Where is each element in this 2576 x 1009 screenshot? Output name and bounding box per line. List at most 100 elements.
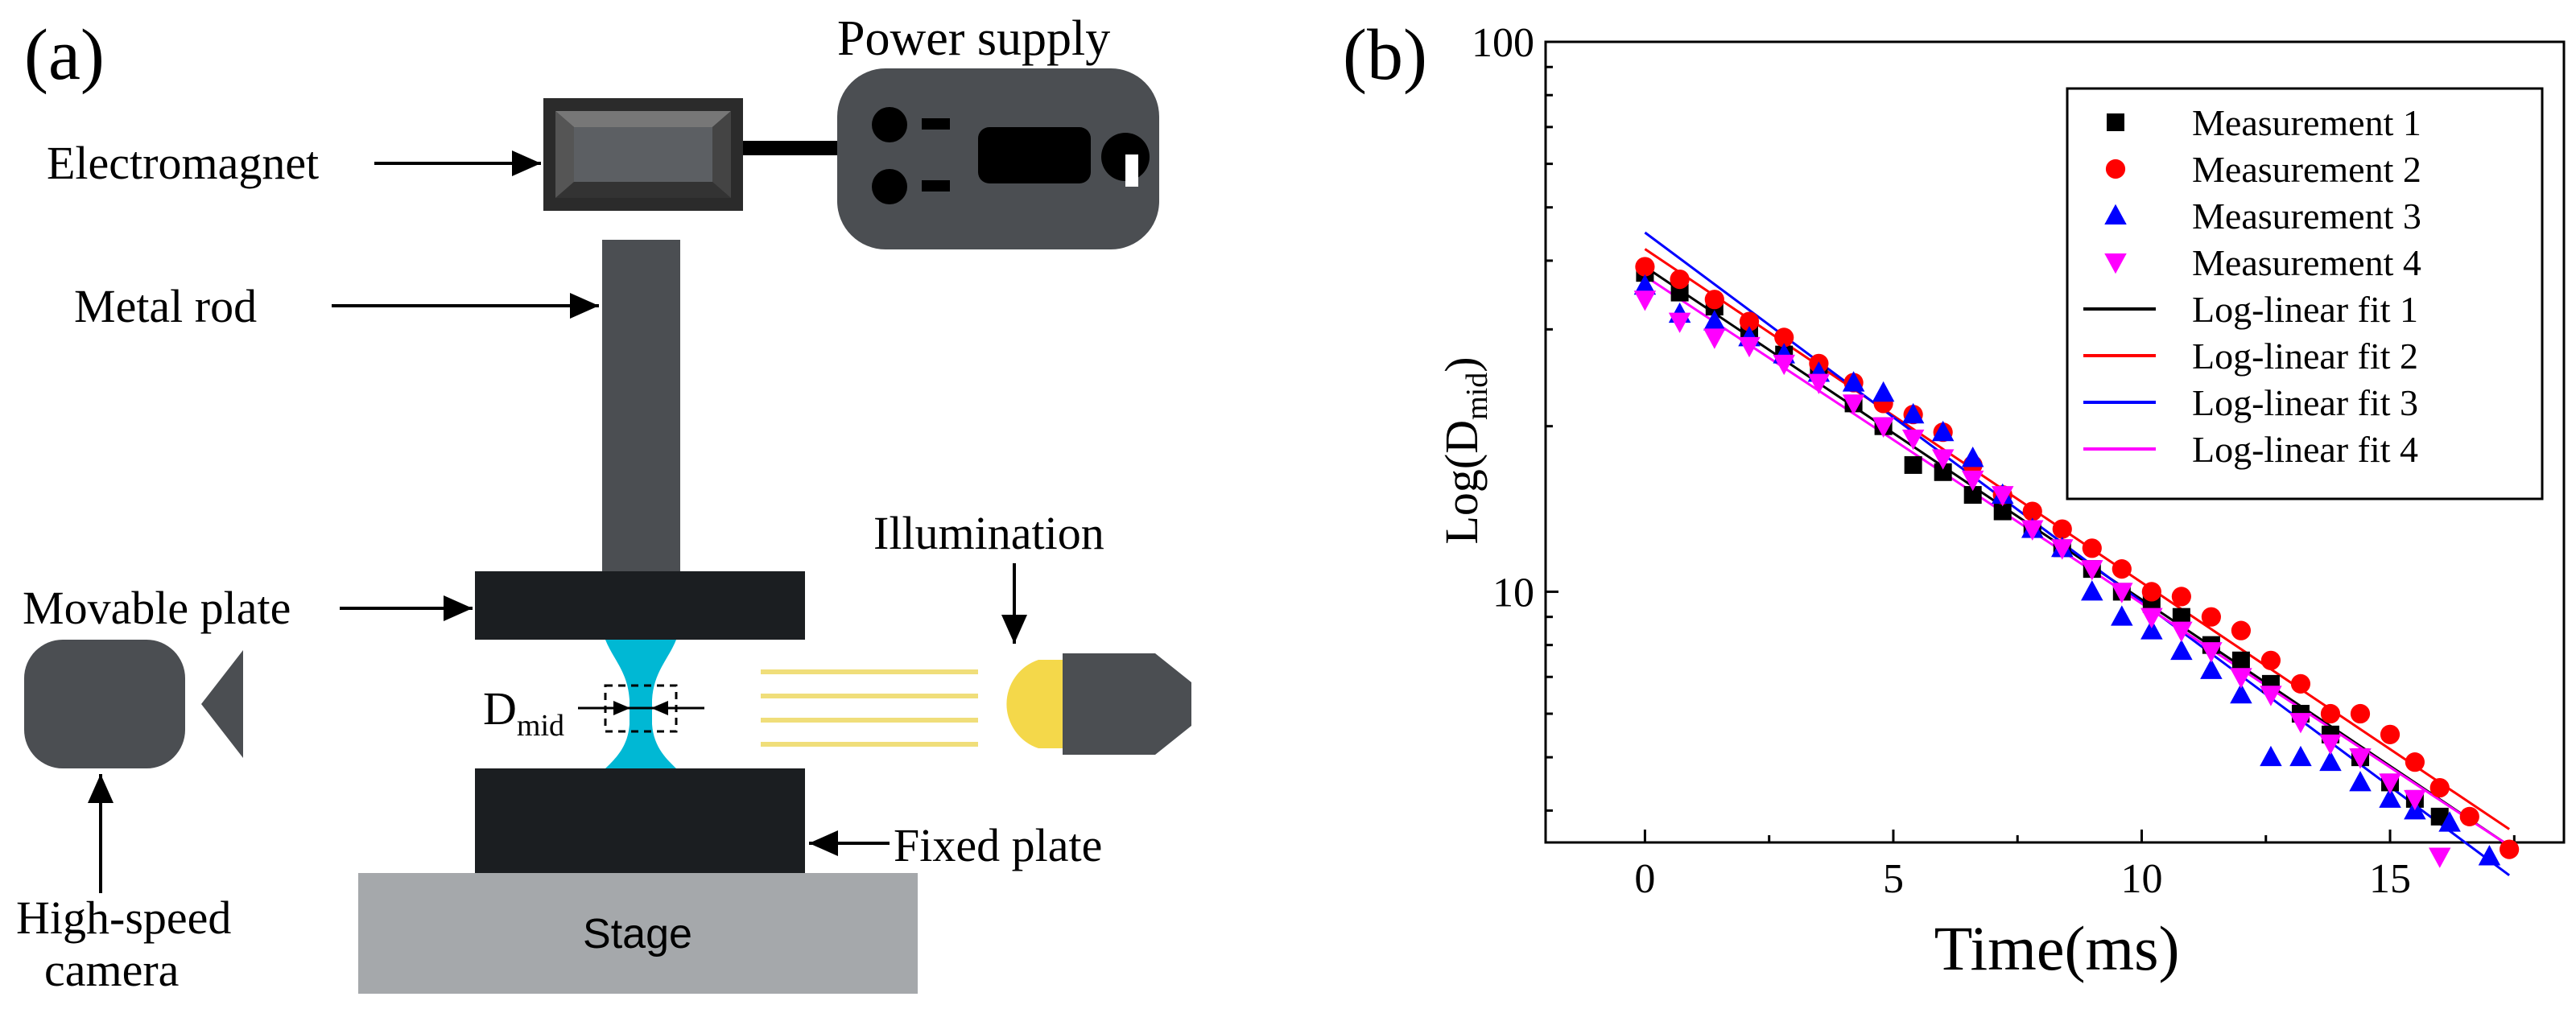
data-point-series-4 <box>2428 847 2451 868</box>
data-point-series-3 <box>1931 420 1955 442</box>
data-point-series-1 <box>1934 463 1952 481</box>
d-mid-measurement <box>578 684 704 733</box>
plot-frame <box>1544 40 2566 844</box>
fixed-plate-label: Fixed plate <box>894 819 1102 871</box>
d-mid-subscript: mid <box>517 709 564 743</box>
cable <box>743 141 837 155</box>
y-axis-label-subscript: mid <box>1460 373 1494 420</box>
x-axis-label: Time(ms) <box>1934 913 2180 983</box>
data-markers <box>1633 257 2520 868</box>
x-tick-label: 15 <box>2369 856 2411 902</box>
data-point-series-4 <box>1668 312 1691 333</box>
data-point-series-4 <box>1738 336 1761 358</box>
movable-plate <box>475 571 805 640</box>
data-point-series-3 <box>1901 402 1925 424</box>
data-point-series-2 <box>2171 587 2191 607</box>
data-point-series-2 <box>2201 607 2221 627</box>
data-point-series-1 <box>2430 807 2449 826</box>
data-point-series-3 <box>2170 639 2193 661</box>
metal-rod <box>602 240 680 571</box>
legend-label: Log-linear fit 2 <box>2192 336 2418 377</box>
data-point-series-4 <box>2404 789 2426 811</box>
data-point-series-4 <box>2319 734 2342 756</box>
legend-marker-1 <box>2107 113 2124 131</box>
data-point-series-2 <box>2231 620 2252 640</box>
data-point-series-1 <box>1993 502 2012 521</box>
x-tick-label: 0 <box>1634 856 1655 902</box>
illumination-label: Illumination <box>873 507 1104 559</box>
data-point-series-4 <box>1872 417 1895 438</box>
data-point-series-4 <box>2200 642 2223 663</box>
data-point-series-2 <box>2380 724 2401 744</box>
data-point-series-2 <box>1774 327 1794 348</box>
legend-label: Log-linear fit 4 <box>2192 429 2418 470</box>
metal-rod-label: Metal rod <box>74 280 257 332</box>
data-point-series-4 <box>2140 607 2163 628</box>
data-point-series-2 <box>2082 538 2102 558</box>
data-point-series-3 <box>1633 274 1657 295</box>
data-point-series-2 <box>2260 650 2281 670</box>
data-point-series-1 <box>1963 486 1982 504</box>
data-point-series-4 <box>2349 748 2372 769</box>
data-point-series-3 <box>1703 310 1726 331</box>
data-point-series-4 <box>1773 354 1795 376</box>
data-point-series-3 <box>2379 787 2401 808</box>
legend-marker-2 <box>2105 159 2126 179</box>
panel-a-label: (a) <box>24 15 105 95</box>
legend-label: Log-linear fit 3 <box>2192 382 2418 423</box>
camera-label-line2: camera <box>44 944 179 996</box>
data-point-series-2 <box>2141 582 2161 602</box>
data-point-series-4 <box>1703 328 1726 349</box>
legend-label: Measurement 2 <box>2192 149 2421 190</box>
data-point-series-4 <box>2230 668 2252 689</box>
data-point-series-2 <box>1635 257 1655 277</box>
fluid-bridge <box>605 640 676 768</box>
electromagnet-label: Electromagnet <box>47 137 319 189</box>
y-axis-label: Log(Dmid) <box>1435 356 1494 544</box>
data-point-series-3 <box>2438 811 2461 832</box>
data-point-series-1 <box>2231 651 2250 669</box>
y-tick-label: 10 <box>1492 570 1534 616</box>
data-point-series-3 <box>2260 745 2282 767</box>
power-supply-terminal-bottom <box>872 169 907 204</box>
stage-label: Stage <box>583 911 692 958</box>
electromagnet <box>543 98 743 211</box>
data-point-series-2 <box>2112 559 2132 579</box>
data-point-series-4 <box>2081 560 2103 581</box>
data-point-series-1 <box>1670 283 1689 302</box>
data-point-series-4 <box>1842 394 1865 415</box>
legend-marker-3 <box>2104 204 2127 224</box>
stage-block <box>358 873 918 994</box>
data-point-series-3 <box>2200 658 2223 679</box>
y-axis-label-close: ) <box>1435 356 1488 372</box>
data-point-series-3 <box>1961 447 1984 467</box>
data-point-series-2 <box>2459 806 2479 826</box>
data-point-series-2 <box>2429 777 2450 798</box>
data-point-series-4 <box>2021 520 2044 541</box>
legend-label: Log-linear fit 1 <box>2192 289 2418 330</box>
legend-label: Measurement 3 <box>2192 196 2421 237</box>
data-point-series-4 <box>1807 373 1831 394</box>
d-mid-label: Dmid <box>483 682 564 743</box>
data-point-series-4 <box>1991 486 2014 507</box>
panel-a: (a) Power supply Electromagnet <box>16 11 1191 996</box>
camera-label-line1: High-speed <box>16 892 231 944</box>
data-point-series-2 <box>1704 290 1724 310</box>
data-point-series-3 <box>1842 371 1865 392</box>
data-point-series-2 <box>2500 839 2520 859</box>
data-point-series-2 <box>1670 269 1690 290</box>
movable-plate-label: Movable plate <box>23 582 291 634</box>
data-point-series-3 <box>2230 682 2252 704</box>
power-supply-label: Power supply <box>837 11 1110 66</box>
data-point-series-4 <box>2379 773 2401 794</box>
data-point-series-2 <box>2405 752 2425 772</box>
x-tick-label: 10 <box>2120 856 2162 902</box>
data-point-series-3 <box>2349 771 2372 792</box>
legend-label: Measurement 4 <box>2192 242 2421 283</box>
legend-box <box>2066 87 2544 500</box>
data-point-series-4 <box>2260 686 2282 706</box>
data-point-series-4 <box>2111 583 2133 603</box>
data-point-series-1 <box>2172 607 2190 626</box>
